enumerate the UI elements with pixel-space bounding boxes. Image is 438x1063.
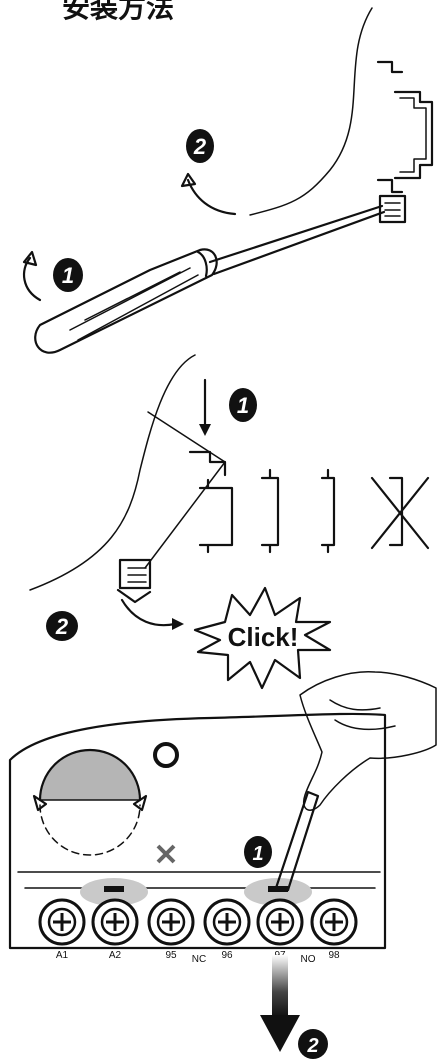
terminal-screw: [258, 900, 302, 944]
step-badge-mount-1: 1: [229, 388, 257, 422]
mounting-panel: Click! 1 2: [30, 355, 428, 688]
step-number: 2: [306, 1035, 318, 1057]
step-number: 1: [62, 263, 74, 288]
terminal-screw: [149, 900, 193, 944]
step-badge-release-1: 1: [244, 836, 272, 868]
group-label-nc: NC: [192, 954, 206, 965]
step-number: 1: [252, 843, 263, 865]
terminal-screw: [205, 900, 249, 944]
terminal-label: 98: [328, 950, 340, 961]
click-arrow: [122, 600, 175, 625]
step-badge-remove-2: 2: [186, 129, 214, 163]
step-badge-mount-2: 2: [46, 611, 78, 641]
terminal-block: [40, 900, 356, 944]
housing-outline: [30, 355, 195, 590]
terminal-screw: [93, 900, 137, 944]
step-number: 1: [237, 393, 249, 418]
click-label: Click!: [228, 622, 299, 652]
terminal-screw: [312, 900, 356, 944]
din-rail-profile-3: [322, 470, 334, 552]
housing-outline: [250, 8, 372, 215]
hand-illustration: [300, 672, 436, 810]
step-number: 2: [193, 134, 207, 159]
adjustment-dial: [34, 750, 146, 855]
step-badge-remove-1: 1: [53, 258, 83, 292]
terminal-panel: A1 A2 95 96 97 98 NC NO 1 2: [10, 672, 436, 1059]
removal-panel: 1 2: [24, 8, 432, 353]
din-rail-profile-2: [262, 470, 278, 552]
wrong-cross-icon: [372, 478, 428, 548]
step-badge-release-2: 2: [298, 1029, 328, 1059]
group-label-no: NO: [301, 954, 316, 965]
wrong-x-icon: [158, 846, 174, 862]
pull-down-arrow: [260, 955, 300, 1052]
step-number: 2: [55, 614, 69, 639]
terminal-screw: [40, 900, 84, 944]
terminal-label: 96: [221, 950, 233, 961]
din-rail-profile-1: [200, 480, 232, 552]
terminal-label: A2: [109, 950, 122, 961]
terminal-label: 95: [165, 950, 177, 961]
terminal-label: A1: [56, 950, 69, 961]
screwdriver: [35, 206, 384, 353]
release-screwdriver: [276, 792, 318, 890]
ok-circle-icon: [155, 744, 177, 766]
